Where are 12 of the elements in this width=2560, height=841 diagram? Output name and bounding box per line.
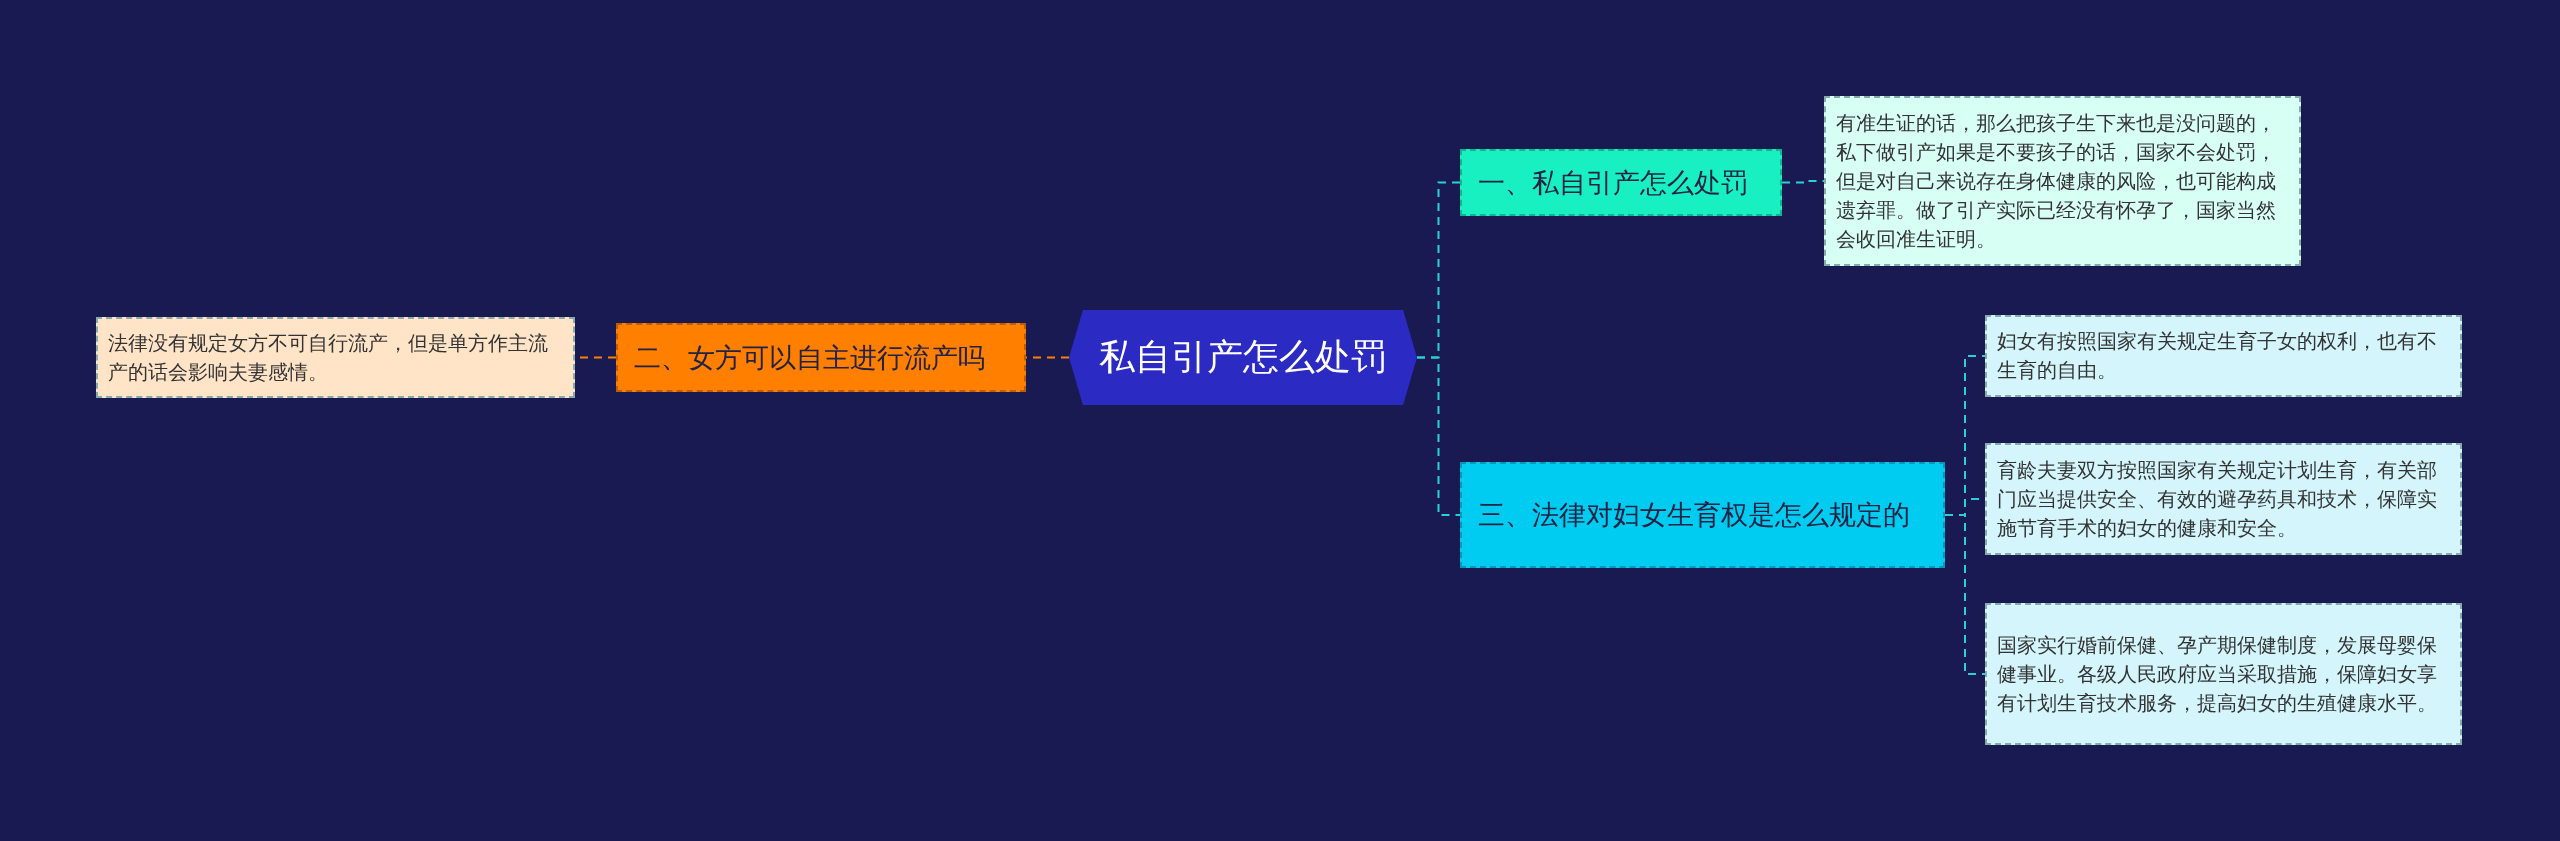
note-box: 法律没有规定女方不可自行流产，但是单方作主流产的话会影响夫妻感情。 — [96, 317, 575, 398]
note-box: 国家实行婚前保健、孕产期保健制度，发展母婴保健事业。各级人民政府应当采取措施，保障妇女享有计划生育技术服务，提高妇女的生殖健康水平。 — [1985, 603, 2462, 745]
connector-line — [1416, 356, 1461, 516]
central-topic: 私自引产怎么处罚 — [1069, 310, 1417, 405]
topic-box: 三、法律对妇女生育权是怎么规定的 — [1460, 462, 1945, 568]
note-box: 妇女有按照国家有关规定生育子女的权利，也有不生育的自由。 — [1985, 315, 2462, 397]
topic-box: 二、女方可以自主进行流产吗 — [616, 323, 1026, 392]
connector-line — [1944, 514, 1986, 675]
topic-box: 一、私自引产怎么处罚 — [1460, 149, 1782, 216]
note-box: 有准生证的话，那么把孩子生下来也是没问题的，私下做引产如果是不要孩子的话，国家不会处罚，但是对自己来说存在身体健康的风险，也可能构成遗弃罪。做了引产实际已经没有怀孕了，国家当然会收回准生证明。 — [1824, 96, 2301, 266]
note-box: 育龄夫妻双方按照国家有关规定计划生育，有关部门应当提供安全、有效的避孕药具和技术，保障实施节育手术的妇女的健康和安全。 — [1985, 443, 2462, 555]
connector-line — [1781, 180, 1825, 184]
